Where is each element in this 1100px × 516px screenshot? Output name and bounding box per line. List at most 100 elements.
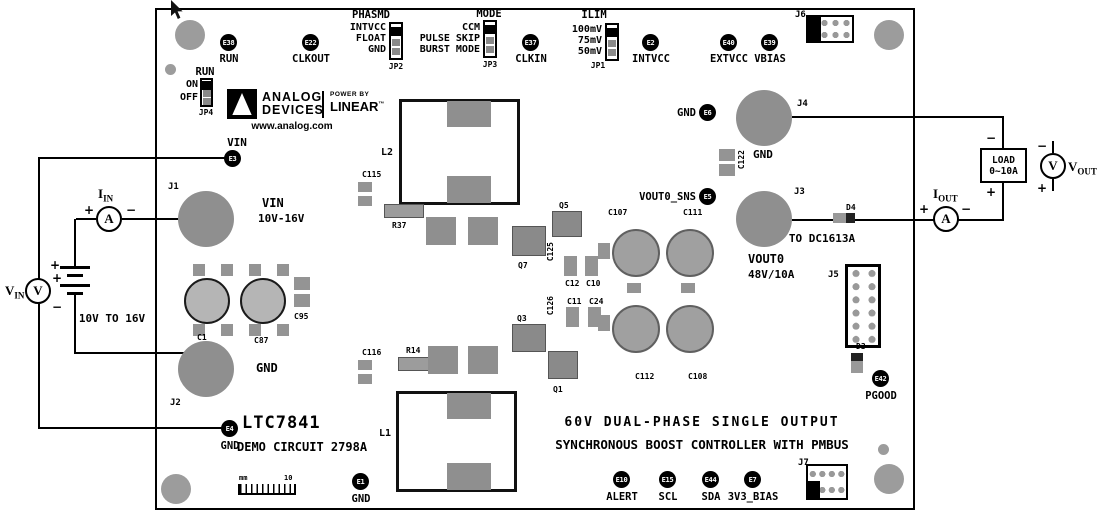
meter-letter: V xyxy=(33,283,43,298)
minus-sign: − xyxy=(126,203,137,217)
load-label: LOAD xyxy=(992,155,1015,166)
j3-rating-label: 48V/10A xyxy=(748,268,795,281)
testpoint-e6: E6 xyxy=(699,104,716,121)
capacitor-c1 xyxy=(184,278,230,324)
ruler-mm-label: mm xyxy=(239,474,248,482)
testpoint-e15-label: SCL xyxy=(658,491,678,503)
logo-power-by: POWER BY xyxy=(330,91,370,98)
minus-sign: − xyxy=(986,131,997,145)
connector-j1 xyxy=(178,191,234,247)
jumper-jp3-header xyxy=(483,20,497,58)
wire xyxy=(76,218,96,220)
j4-net-label: GND xyxy=(753,148,773,161)
resistor-r37-body xyxy=(384,204,424,218)
ref-l1: L1 xyxy=(379,428,392,439)
j3-net-label: VOUT0 xyxy=(748,252,785,266)
testpoint-e42: E42 xyxy=(872,370,889,387)
testpoint-e10: E10 xyxy=(613,471,630,488)
ref-q7: Q7 xyxy=(518,261,528,270)
ref-d3: D3 xyxy=(856,342,866,351)
inductor-pad xyxy=(447,101,491,127)
logo-devices: DEVICES xyxy=(262,103,324,117)
capacitor-c95-body xyxy=(294,277,310,290)
j2-net-label: GND xyxy=(256,361,278,375)
ref-c126: C126 xyxy=(546,296,555,316)
iout-label: IOUT xyxy=(933,186,958,204)
jumper-jp2-title: PHASMD xyxy=(352,9,390,21)
connector-j2 xyxy=(178,341,234,397)
solder-pad xyxy=(598,315,610,331)
solder-pad xyxy=(221,324,233,336)
testpoint-e2: E2 xyxy=(642,34,659,51)
board-desc-line1: 60V DUAL-PHASE SINGLE OUTPUT xyxy=(564,415,840,430)
connector-j2-label: J2 xyxy=(170,398,181,408)
minus-sign: − xyxy=(1037,139,1048,153)
capacitor-body xyxy=(588,307,601,327)
wire xyxy=(74,294,76,354)
jumper-option: CCM xyxy=(461,22,480,33)
testpoint-e7-label: 3V3_BIAS xyxy=(727,491,779,503)
battery-voltage-label: 10V TO 16V xyxy=(78,312,146,325)
meter-letter: A xyxy=(941,211,951,226)
wire xyxy=(792,116,1004,118)
ref-c115: C115 xyxy=(362,170,382,179)
connector-j5 xyxy=(845,264,881,348)
jumper-shunt xyxy=(485,24,495,34)
jumper-option: ON xyxy=(185,79,198,90)
ref-c24: C24 xyxy=(589,297,604,306)
to-dc1613a-label: TO DC1613A xyxy=(788,232,856,245)
ref-r37: R37 xyxy=(392,221,407,230)
testpoint-e44-label: SDA xyxy=(701,491,721,503)
testpoint-e40: E40 xyxy=(720,34,737,51)
jumper-pin xyxy=(608,39,616,47)
ref-c112: C112 xyxy=(635,372,655,381)
mosfet-q1-body xyxy=(548,351,578,379)
capacitor-body xyxy=(358,196,372,206)
solder-pad xyxy=(598,243,610,259)
ref-c95: C95 xyxy=(294,312,309,321)
inductor-pad xyxy=(447,176,491,203)
fiducial-dot xyxy=(165,64,176,75)
testpoint-e39-label: VBIAS xyxy=(754,53,786,65)
jumper-jp2-name: JP2 xyxy=(388,62,404,71)
solder-pad xyxy=(249,264,261,276)
wire xyxy=(1002,116,1004,150)
jumper-shunt xyxy=(391,26,401,36)
testpoint-e15: E15 xyxy=(659,471,676,488)
ref-c1: C1 xyxy=(197,333,207,342)
testpoint-e22: E22 xyxy=(302,34,319,51)
board-part-number: LTC7841 xyxy=(242,413,321,433)
diode-d4-body xyxy=(833,213,855,223)
connector-j6-label: J6 xyxy=(795,10,806,20)
solder-pad xyxy=(426,217,456,245)
wire xyxy=(122,218,179,220)
jumper-shunt xyxy=(607,27,617,37)
testpoint-e38: E38 xyxy=(220,34,237,51)
board-demo-title: DEMO CIRCUIT 2798A xyxy=(237,440,368,454)
plus-sign: + xyxy=(84,203,95,217)
capacitor-body xyxy=(564,256,577,276)
jumper-option: 75mV xyxy=(577,35,602,46)
jumper-pin xyxy=(392,38,400,46)
mosfet-q7-body xyxy=(512,226,546,256)
vin-source-label: VIN xyxy=(5,283,25,301)
jumper-pin xyxy=(486,46,494,54)
testpoint-e10-label: ALERT xyxy=(606,491,638,503)
minus-sign: − xyxy=(52,300,63,314)
solder-pad xyxy=(468,346,498,374)
iin-label: IIN xyxy=(98,186,114,204)
diode-d3-body xyxy=(851,353,863,373)
solder-pad xyxy=(221,264,233,276)
jumper-option: OFF xyxy=(179,91,198,103)
wire xyxy=(1052,179,1054,191)
jumper-option: GND xyxy=(367,44,386,55)
jumper-jp2-options: INTVCC FLOAT GND xyxy=(328,22,386,55)
solder-pad xyxy=(627,283,641,293)
battery-plate xyxy=(60,266,90,269)
plus-sign: + xyxy=(1037,181,1048,195)
jumper-jp1-options: 100mV 75mV 50mV xyxy=(556,24,602,57)
capacitor-body xyxy=(358,360,372,370)
jumper-option: 50mV xyxy=(577,46,602,57)
jumper-pin xyxy=(486,36,494,44)
solder-pad xyxy=(277,264,289,276)
